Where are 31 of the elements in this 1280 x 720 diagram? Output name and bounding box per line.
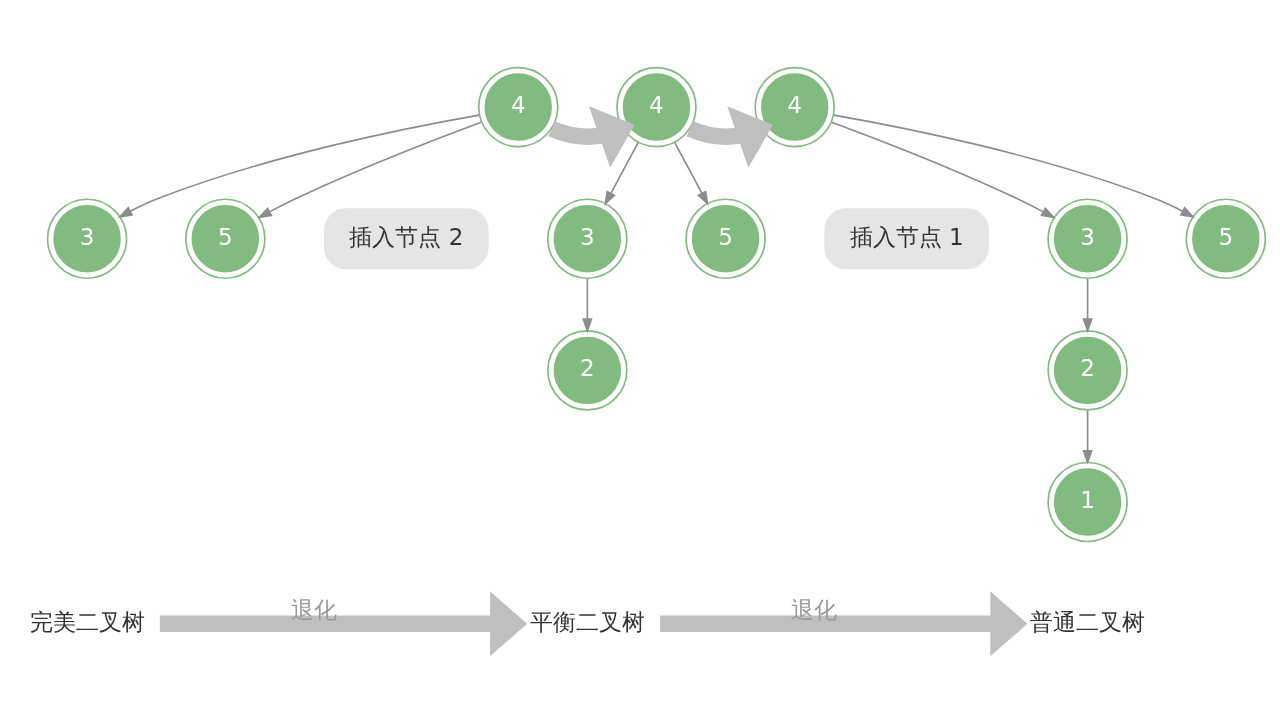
arrow xyxy=(582,277,593,333)
node-circle: 4 xyxy=(616,66,697,147)
arrow xyxy=(832,113,1196,218)
arrow xyxy=(117,113,480,218)
node-circle: 3 xyxy=(46,197,128,279)
arrow xyxy=(159,590,528,656)
node-circle: 3 xyxy=(547,197,628,279)
node-circle: 5 xyxy=(1185,197,1267,279)
arrow xyxy=(660,590,1028,656)
node-circle: 5 xyxy=(185,197,266,279)
arrow xyxy=(257,120,483,219)
arrow xyxy=(830,120,1056,219)
arrow xyxy=(1082,409,1093,465)
node-text: 普通二叉树 xyxy=(1030,608,1146,635)
node-circle: 1 xyxy=(1047,461,1128,542)
node-circle: 5 xyxy=(685,197,766,279)
node-circle: 4 xyxy=(477,66,559,147)
arrow xyxy=(686,105,773,168)
edge-label: 退化 xyxy=(290,596,337,623)
node-circle: 4 xyxy=(754,66,835,147)
edge-label: 退化 xyxy=(790,596,837,623)
node-circle: 3 xyxy=(1047,197,1128,279)
node-text: 完美二叉树 xyxy=(29,608,145,635)
arrow xyxy=(604,141,640,206)
node-box: 插入节点 1 xyxy=(824,207,989,269)
node-text: 平衡二叉树 xyxy=(529,608,645,635)
arrow xyxy=(673,141,709,206)
arrow xyxy=(1082,277,1093,333)
node-circle: 2 xyxy=(547,329,628,411)
node-box: 插入节点 2 xyxy=(324,207,489,269)
node-circle: 2 xyxy=(1047,329,1128,411)
